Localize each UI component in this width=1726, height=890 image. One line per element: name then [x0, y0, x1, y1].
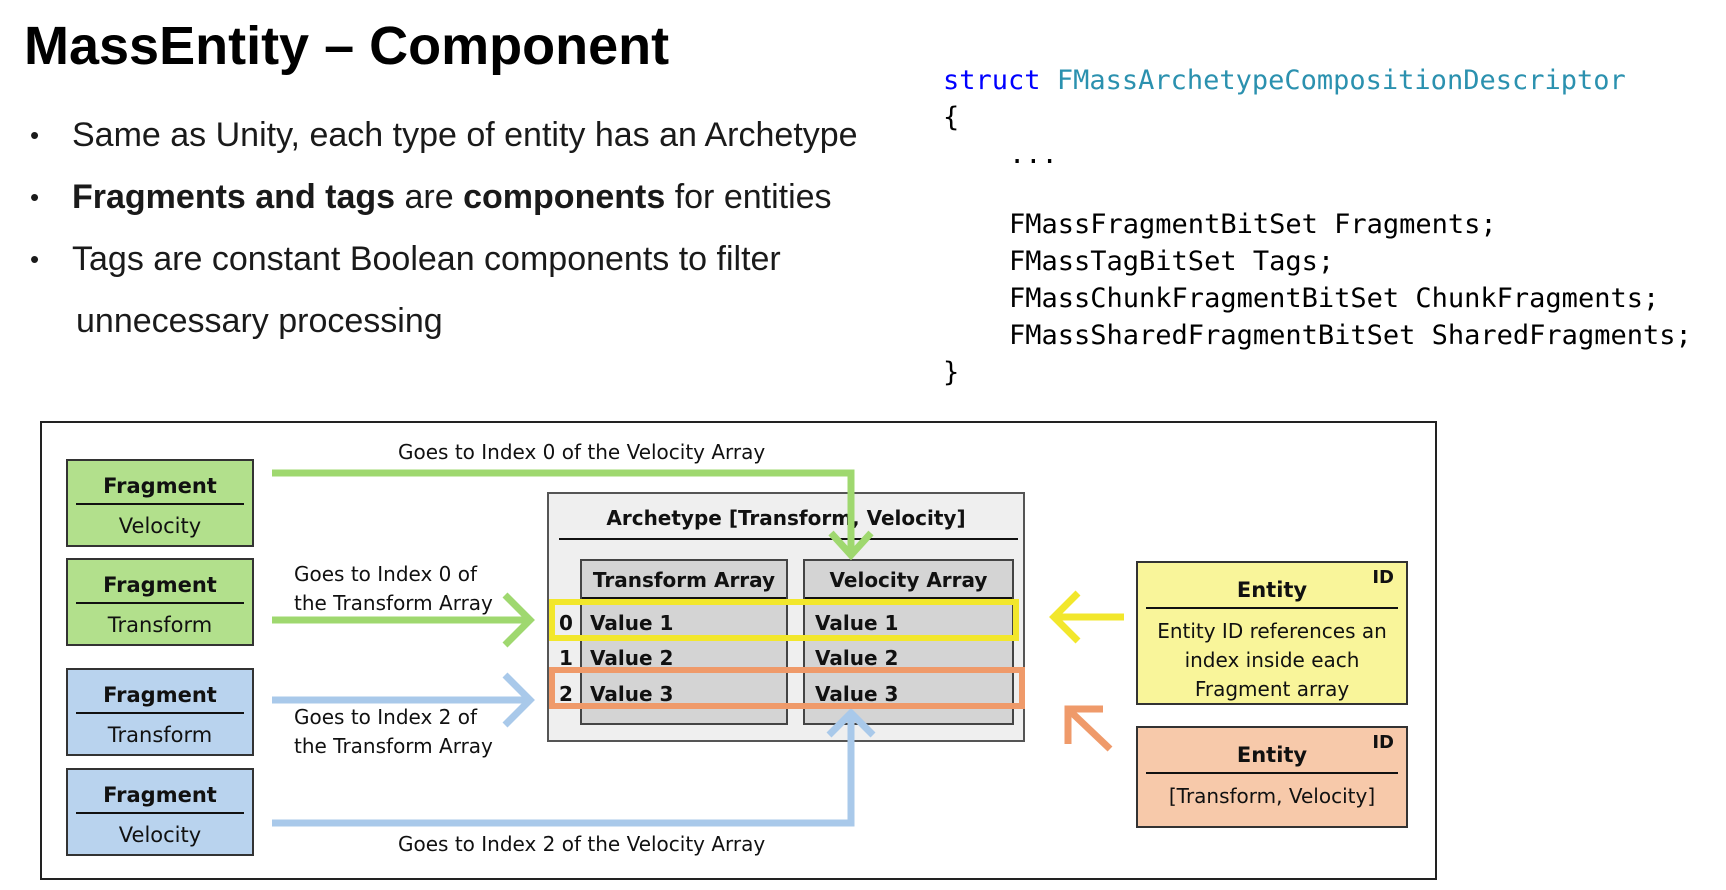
entity-id-label: ID — [1372, 732, 1394, 753]
transform-array-divider — [582, 597, 786, 599]
label-transform-index0: Goes to Index 0 of the Transform Array — [294, 562, 493, 615]
archetype-box: Archetype [Transform, Velocity] Transfor… — [547, 492, 1025, 742]
code-line-tags: FMassTagBitSet Tags; — [1009, 246, 1335, 277]
bullet-2-bold-components: components — [463, 178, 666, 216]
bullet-dot: • — [30, 182, 40, 212]
code-type-name: FMassArchetypeCompositionDescriptor — [1056, 65, 1626, 96]
velocity-value-2: Value 2 — [815, 646, 899, 670]
entity-description: [Transform, Velocity] — [1168, 784, 1376, 808]
fragment-name: Transform — [107, 723, 213, 747]
bullet-3: • Tags are constant Boolean components t… — [28, 228, 908, 290]
row-index-2: 2 — [559, 682, 573, 706]
arrowhead-transform-index2 — [502, 672, 535, 728]
fragment-name: Transform — [107, 613, 213, 637]
code-ellipsis: ... — [1009, 139, 1058, 170]
fragment-velocity-green: Fragment Velocity — [66, 459, 254, 547]
fragment-divider — [76, 812, 244, 814]
transform-value-1: Value 1 — [590, 611, 674, 635]
arrowhead-transform-index0 — [502, 592, 535, 648]
archetype-divider — [559, 538, 1018, 540]
entity-title: Entity — [1236, 578, 1308, 602]
velocity-array-divider — [805, 597, 1012, 599]
bullet-2-end: for entities — [665, 178, 832, 216]
code-line-fragments: FMassFragmentBitSet Fragments; — [1009, 209, 1497, 240]
entity-title: Entity — [1236, 743, 1308, 767]
label-top-velocity-index0: Goes to Index 0 of the Velocity Array — [398, 440, 766, 464]
bullet-dot: • — [30, 244, 40, 274]
velocity-value-1: Value 1 — [815, 611, 899, 635]
velocity-array-header: Velocity Array — [829, 568, 988, 592]
fragment-velocity-blue: Fragment Velocity — [66, 768, 254, 856]
entity-id-label: ID — [1372, 567, 1394, 588]
entity-description: Entity ID references an index inside eac… — [1157, 619, 1387, 701]
arrow-entity-peach — [1067, 708, 1113, 752]
bullet-3-line1: Tags are constant Boolean components to … — [72, 240, 781, 278]
fragment-name: Velocity — [118, 823, 202, 847]
transform-array-header: Transform Array — [592, 568, 776, 592]
fragment-transform-green: Fragment Transform — [66, 558, 254, 646]
fragment-divider — [76, 602, 244, 604]
entity-divider — [1146, 772, 1398, 774]
fragment-title: Fragment — [103, 683, 217, 707]
bullet-list: • Same as Unity, each type of entity has… — [28, 104, 908, 352]
code-close-brace: } — [943, 357, 960, 388]
bullet-dot: • — [30, 120, 40, 150]
code-line-chunk-fragments: FMassChunkFragmentBitSet ChunkFragments; — [1009, 283, 1660, 314]
code-line-shared-fragments: FMassSharedFragmentBitSet SharedFragment… — [1009, 320, 1692, 351]
bullet-2-mid: are — [395, 178, 464, 216]
fragment-title: Fragment — [103, 474, 217, 498]
velocity-value-3: Value 3 — [815, 682, 899, 706]
transform-value-2: Value 2 — [590, 646, 674, 670]
transform-value-3: Value 3 — [590, 682, 674, 706]
fragment-transform-blue: Fragment Transform — [66, 668, 254, 756]
archetype-title: Archetype [Transform, Velocity] — [606, 506, 966, 530]
entity-divider — [1146, 607, 1398, 609]
fragment-divider — [76, 712, 244, 714]
row-index-0: 0 — [559, 611, 573, 635]
entity-yellow: ID Entity Entity ID references an index … — [1136, 561, 1408, 705]
archetype-diagram: Fragment Velocity Fragment Transform Fra… — [40, 421, 1437, 880]
label-transform-index2: Goes to Index 2 of the Transform Array — [294, 705, 493, 758]
code-struct-line: struct FMassArchetypeCompositionDescript… — [943, 62, 1692, 99]
code-keyword: struct — [943, 65, 1041, 96]
fragment-divider — [76, 503, 244, 505]
entity-peach: ID Entity [Transform, Velocity] — [1136, 726, 1408, 828]
bullet-3-continuation: unnecessary processing — [76, 302, 443, 340]
bullet-1-text: Same as Unity, each type of entity has a… — [72, 116, 858, 154]
arrowhead-entity-yellow — [1049, 590, 1081, 644]
slide-title: MassEntity – Component — [24, 16, 670, 76]
bullet-2: • Fragments and tags are components for … — [28, 166, 908, 228]
code-open-brace: { — [943, 102, 960, 133]
label-bottom-velocity-index2: Goes to Index 2 of the Velocity Array — [398, 832, 766, 856]
fragment-title: Fragment — [103, 573, 217, 597]
row-index-1: 1 — [559, 646, 573, 670]
code-block: struct FMassArchetypeCompositionDescript… — [943, 62, 1692, 391]
bullet-1: • Same as Unity, each type of entity has… — [28, 104, 908, 166]
bullet-2-bold-fragments-tags: Fragments and tags — [72, 178, 396, 216]
arrowhead-entity-peach — [1064, 705, 1103, 744]
code-blank-line — [943, 173, 1692, 206]
fragment-title: Fragment — [103, 783, 217, 807]
fragment-name: Velocity — [118, 514, 202, 538]
